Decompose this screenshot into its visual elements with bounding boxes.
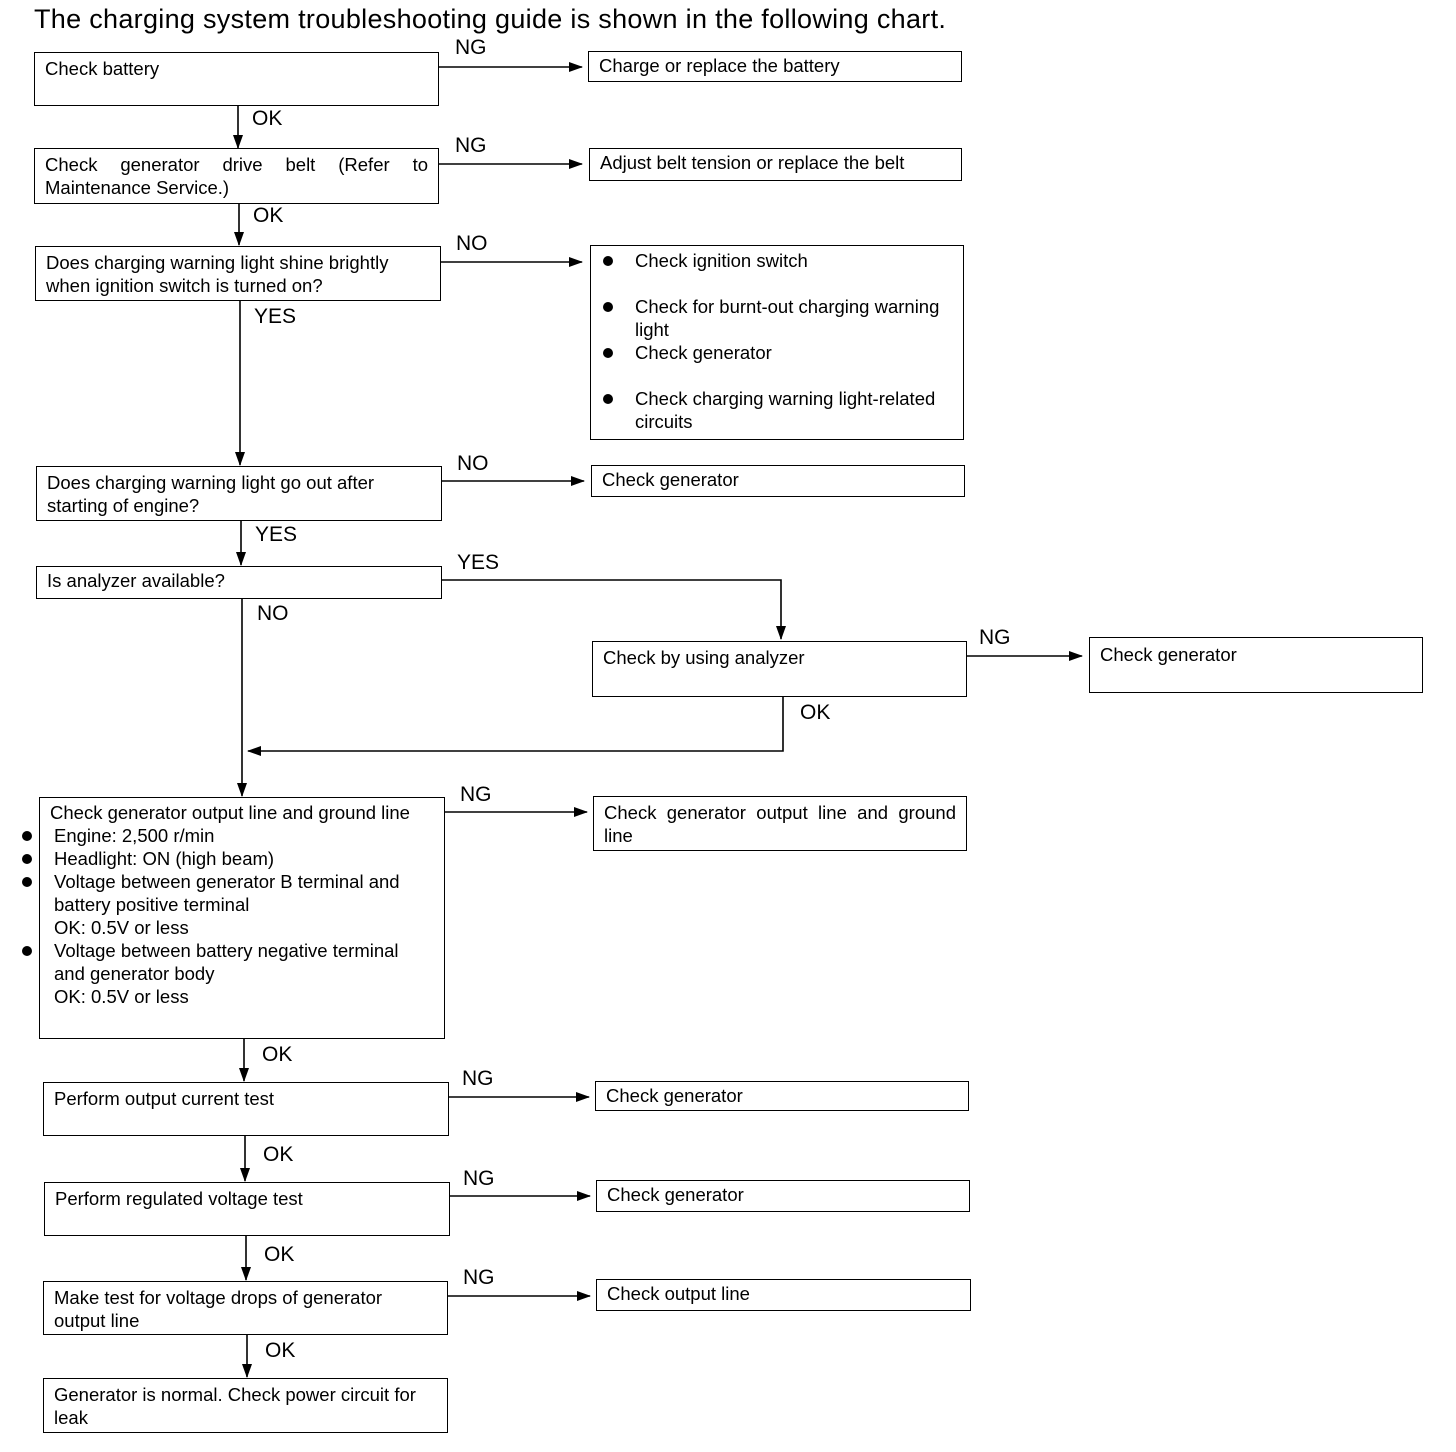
result-check-output-ground-line: Check generator output line and ground l… [593,796,967,851]
step-text: Generator is normal. Check power circuit… [54,1384,416,1428]
bullet-item: Voltage between generator B terminal and… [20,870,434,939]
bullet-item: Engine: 2,500 r/min [20,824,434,847]
result-text: Check output line [607,1283,750,1304]
step-warning-light-ignition: Does charging warning light shine bright… [35,246,441,301]
step-text: Check by using analyzer [603,647,805,668]
label-ok: OK [252,107,283,130]
label-no: NO [457,452,489,475]
bullet-item: Check generator [601,341,953,364]
result-ignition-checks: Check ignition switch Check for burnt-ou… [590,245,964,440]
label-yes: YES [254,305,297,328]
bullet-ok-criterion: OK: 0.5V or less [54,917,189,938]
arrow-s6-return [247,697,784,756]
label-ng: NG [463,1167,495,1190]
bullet-text: Engine: 2,500 r/min [54,825,215,846]
bullet-item: Check charging warning light-related cir… [601,387,953,433]
bullet-text: Check generator [635,342,772,363]
label-ok: OK [265,1339,296,1362]
label-ng: NG [460,783,492,806]
step-title: Check generator output line and ground l… [50,802,410,823]
bullet-text: Check ignition switch [635,250,808,271]
step-bullet-list: Engine: 2,500 r/min Headlight: ON (high … [20,824,434,1008]
label-yes: YES [457,551,500,574]
label-ok: OK [253,204,284,227]
step-check-output-ground-line: Check generator output line and ground l… [22,797,445,1039]
bullet-item: Check ignition switch [601,249,953,272]
result-text: Check generator [606,1085,743,1106]
result-text: Check generator [1100,644,1237,665]
result-bullet-list: Check ignition switch Check for burnt-ou… [601,249,953,433]
step-text: Perform regulated voltage test [55,1188,303,1209]
step-text: Perform output current test [54,1088,275,1109]
step-text: Check generator drive belt (Refer to Mai… [45,154,428,198]
step-text: Does charging warning light go out after… [47,472,375,516]
bullet-item: Check for burnt-out charging warning lig… [601,295,953,341]
step-text: Does charging warning light shine bright… [46,252,389,296]
label-ng: NG [979,626,1011,649]
result-check-generator-1: Check generator [591,465,965,497]
result-check-generator-3: Check generator [596,1180,970,1212]
step-check-drive-belt: Check generator drive belt (Refer to Mai… [34,148,439,204]
label-yes: YES [255,523,298,546]
step-check-by-analyzer: Check by using analyzer [592,641,967,697]
bullet-text: Check charging warning light-related cir… [635,388,936,432]
result-check-output-line: Check output line [596,1279,971,1311]
arrow-s5-s6 [441,579,786,640]
label-ok: OK [262,1043,293,1066]
page-title: The charging system troubleshooting guid… [34,4,947,34]
bullet-text: Headlight: ON (high beam) [54,848,275,869]
result-charge-replace-battery: Charge or replace the battery [588,51,962,82]
label-ok: OK [264,1243,295,1266]
step-voltage-drop-test: Make test for voltage drops of generator… [43,1281,448,1335]
step-check-battery: Check battery [34,52,439,106]
label-no: NO [257,602,289,625]
step-generator-normal: Generator is normal. Check power circuit… [43,1378,448,1433]
result-adjust-belt: Adjust belt tension or replace the belt [589,148,962,181]
label-ok: OK [800,701,831,724]
step-text: Is analyzer available? [47,570,225,591]
step-text: Make test for voltage drops of generator… [54,1287,383,1331]
result-check-generator-analyzer: Check generator [1089,637,1423,693]
bullet-text: Voltage between generator B terminal and… [54,871,400,915]
bullet-item: Headlight: ON (high beam) [20,847,434,870]
label-ng: NG [455,134,487,157]
label-ng: NG [455,36,487,59]
label-ng: NG [462,1067,494,1090]
step-text: Check battery [45,58,160,79]
step-output-current-test: Perform output current test [43,1082,449,1136]
result-text: Check generator [607,1184,744,1205]
result-text: Check generator output line and ground l… [604,802,956,846]
result-text: Adjust belt tension or replace the belt [600,152,905,173]
step-warning-light-engine: Does charging warning light go out after… [36,466,442,521]
bullet-text: Check for burnt-out charging warning lig… [635,296,940,340]
bullet-item: Voltage between battery negative termina… [20,939,434,1008]
step-regulated-voltage-test: Perform regulated voltage test [44,1182,450,1236]
result-text: Check generator [602,469,739,490]
label-ng: NG [463,1266,495,1289]
label-no: NO [456,232,488,255]
result-check-generator-2: Check generator [595,1081,969,1111]
result-text: Charge or replace the battery [599,55,840,76]
step-analyzer-available: Is analyzer available? [36,566,442,599]
label-ok: OK [263,1143,294,1166]
bullet-text: Voltage between battery negative termina… [54,940,399,984]
bullet-ok-criterion: OK: 0.5V or less [54,986,189,1007]
